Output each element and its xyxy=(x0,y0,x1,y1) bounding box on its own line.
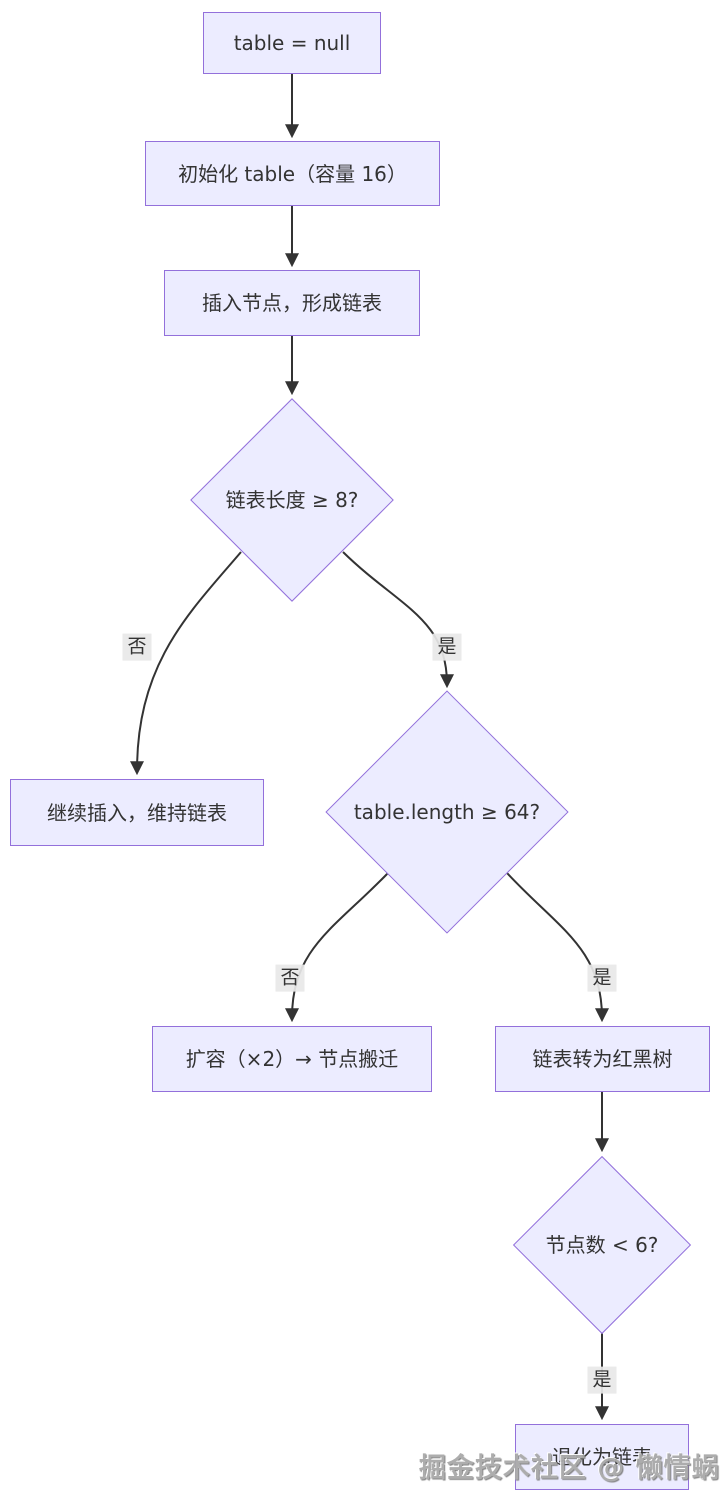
node-untreeify-label: 退化为链表 xyxy=(552,1445,652,1469)
node-init-table: 初始化 table（容量 16） xyxy=(145,141,440,206)
decision-table-length-label: table.length ≥ 64? xyxy=(353,800,541,824)
node-untreeify: 退化为链表 xyxy=(515,1424,689,1490)
decision-table-length: table.length ≥ 64? xyxy=(325,690,569,934)
node-keep-list-label: 继续插入，维持链表 xyxy=(47,800,227,825)
decision-node-count-label: 节点数 < 6? xyxy=(545,1233,659,1257)
node-insert-nodes-label: 插入节点，形成链表 xyxy=(202,291,382,315)
watermark-text: 掘金技术社区 @ 懒情蜗牛 xyxy=(419,1453,720,1484)
edge-decision2-yes-to-treeify xyxy=(506,872,609,1023)
node-treeify-label: 链表转为红黑树 xyxy=(532,1047,673,1071)
node-table-null-label: table = null xyxy=(233,31,351,55)
node-resize: 扩容（×2）→ 节点搬迁 xyxy=(152,1026,432,1092)
edge-label-d2-yes: 是 xyxy=(587,964,617,992)
node-keep-list: 继续插入，维持链表 xyxy=(10,779,264,846)
decision-chain-length: 链表长度 ≥ 8? xyxy=(190,398,394,602)
edge-label-d1-no: 否 xyxy=(122,633,152,661)
edge-label-d3-yes: 是 xyxy=(587,1366,617,1394)
node-table-null: table = null xyxy=(203,12,381,74)
edge-label-d2-no: 否 xyxy=(275,964,305,992)
edge-decision2-no-to-resize xyxy=(285,872,389,1023)
decision-chain-length-label: 链表长度 ≥ 8? xyxy=(225,488,359,512)
node-treeify: 链表转为红黑树 xyxy=(495,1026,710,1092)
node-resize-label: 扩容（×2）→ 节点搬迁 xyxy=(185,1047,399,1071)
edge-label-d1-yes: 是 xyxy=(432,633,462,661)
edge-decision1-no-to-keep xyxy=(130,551,242,776)
edge-decision1-yes-to-decision2 xyxy=(342,551,454,689)
node-insert-nodes: 插入节点，形成链表 xyxy=(164,270,420,336)
node-init-table-label: 初始化 table（容量 16） xyxy=(178,161,407,186)
decision-node-count: 节点数 < 6? xyxy=(512,1155,692,1335)
